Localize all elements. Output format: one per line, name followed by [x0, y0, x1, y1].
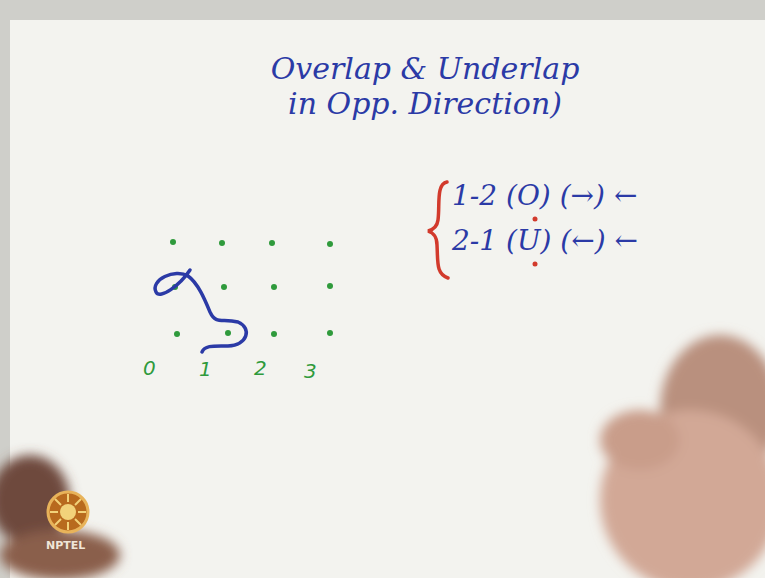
- row-text: 2-1 (U) (←) ←: [452, 225, 638, 257]
- nptel-emblem: [48, 492, 88, 532]
- hand-blur: [600, 335, 765, 578]
- axis-number: 1: [199, 358, 212, 381]
- axis-number: 2: [254, 357, 267, 380]
- loop-stroke: [155, 270, 246, 352]
- logo-text: NPTEL: [46, 540, 85, 553]
- axis-number: 0: [143, 357, 156, 380]
- row-text: 1-2 (O) (→) ←: [452, 180, 637, 212]
- curly-brace: [428, 182, 448, 278]
- red-dot: [533, 217, 538, 222]
- axis-number: 3: [304, 360, 317, 383]
- dot-grid: [170, 239, 333, 337]
- red-dot: [533, 262, 538, 267]
- title-text: Overlap & Underlap in Opp. Direction): [260, 52, 590, 121]
- finger-blur: [0, 455, 120, 578]
